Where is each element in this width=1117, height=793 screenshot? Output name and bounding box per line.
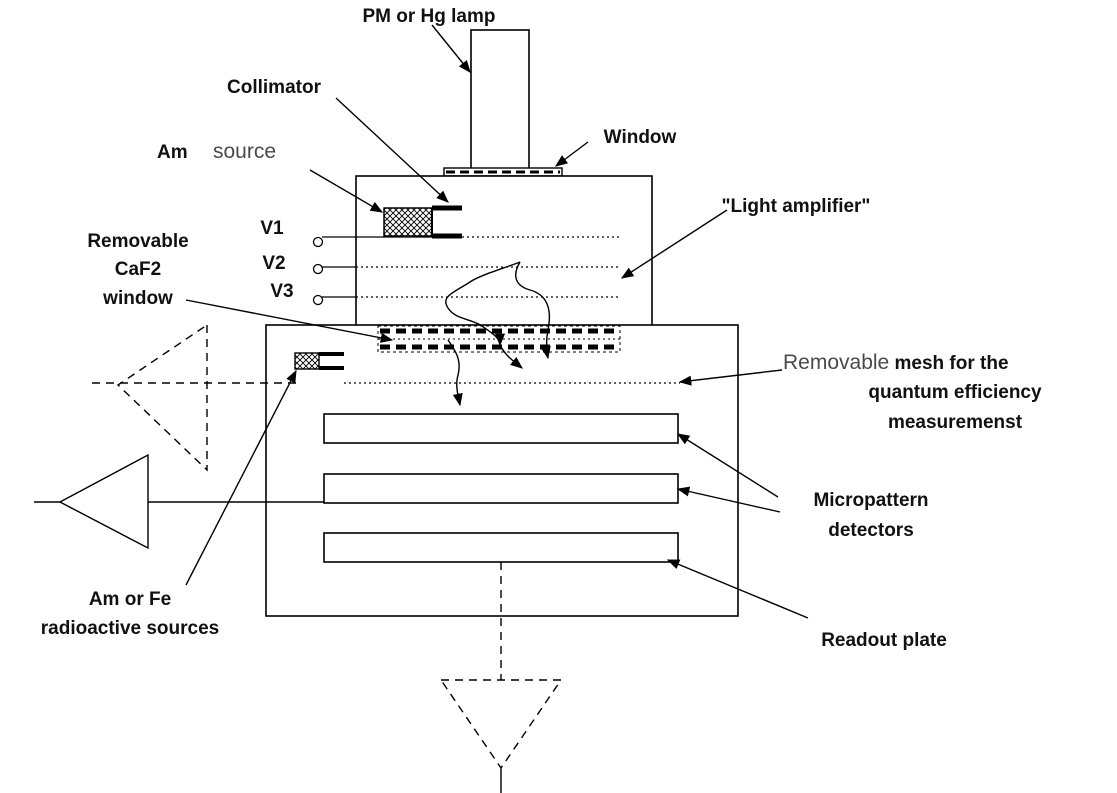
label-light-amplifier: "Light amplifier" [722, 196, 871, 217]
photon-path-2 [515, 261, 551, 360]
photon-path-3 [447, 339, 463, 407]
label-v2: V2 [262, 253, 285, 274]
photon-path-1 [445, 261, 521, 347]
label-window: Window [604, 127, 677, 148]
v3-terminal [312, 294, 324, 306]
arrow-micropattern-1 [676, 433, 779, 498]
arrow-removable-mesh [678, 369, 783, 386]
signal-amplifier-triangle [58, 453, 149, 550]
label-source: source [213, 140, 276, 163]
label-am-fe-line2: radioactive sources [41, 618, 219, 639]
readout-amplifier-triangle [439, 679, 563, 770]
light-amplifier-chamber [355, 175, 653, 327]
v1-terminal [312, 236, 324, 248]
label-removable-caf2-line3: window [102, 288, 173, 309]
arrow-light-amplifier [620, 209, 728, 279]
label-v3: V3 [270, 281, 293, 302]
label-removable-caf2-line2: CaF2 [115, 259, 161, 280]
arrow-am-source [309, 169, 384, 213]
arrow-micropattern-2 [676, 486, 781, 513]
am-source-block [383, 207, 433, 237]
label-am-fe-line1: Am or Fe [89, 589, 171, 610]
arrow-readout-plate [666, 559, 809, 619]
v2-terminal [312, 263, 324, 275]
label-removable-caf2-line1: Removable [87, 231, 188, 252]
am-fe-source-block [294, 352, 320, 370]
label-v1: V1 [260, 218, 284, 239]
arrow-am-fe-sources [185, 369, 297, 586]
label-mesh-line1: Removable mesh for the [783, 351, 1009, 374]
label-lamp: PM or Hg lamp [362, 6, 495, 27]
label-collimator: Collimator [227, 77, 322, 98]
micropattern-plate-1 [323, 413, 679, 444]
arrow-window [554, 141, 589, 167]
arrow-lamp [431, 24, 471, 73]
arrow-caf2-window [185, 299, 394, 343]
label-micropattern-line2: detectors [828, 520, 914, 541]
micropattern-plate-2 [323, 473, 679, 504]
label-mesh-line3: measuremenst [888, 412, 1023, 433]
label-readout-plate: Readout plate [821, 630, 947, 651]
photon-path-1b [499, 344, 523, 369]
label-am: Am [157, 142, 188, 163]
lamp-tube [470, 29, 530, 171]
arrow-collimator [335, 97, 449, 203]
detector-chamber [265, 324, 739, 617]
mesh-amplifier-triangle [116, 323, 208, 472]
readout-plate [323, 532, 679, 563]
label-mesh-line2: quantum efficiency [868, 382, 1042, 403]
label-micropattern-line1: Micropattern [813, 490, 928, 511]
